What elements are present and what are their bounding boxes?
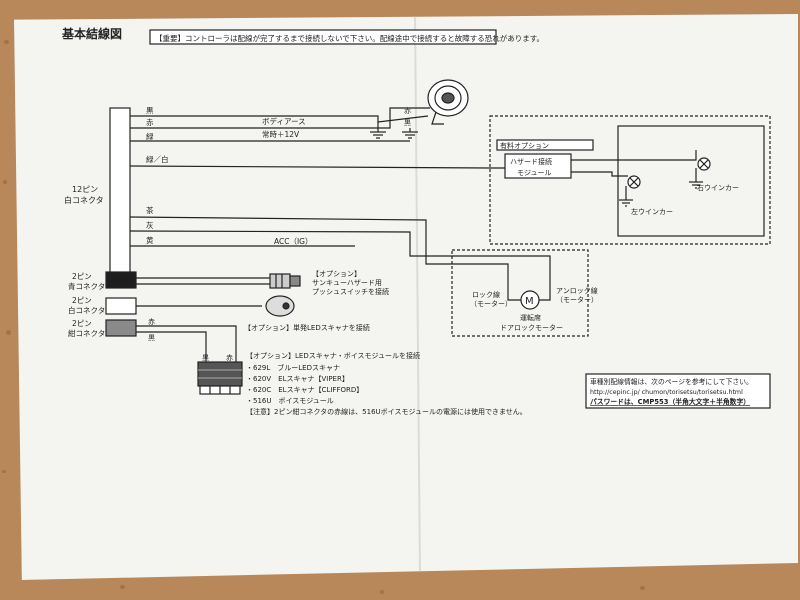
scanner-option-item-1: ・629L ブルーLEDスキャナ xyxy=(246,363,340,372)
connector-white-label-2: 白コネクタ xyxy=(68,305,105,315)
acc-label: ACC（IG） xyxy=(274,237,313,246)
wiring-diagram: 基本結線図 【重要】コントローラは配線が完了するまで接続しないで下さい。配線途中… xyxy=(61,14,771,579)
led-option-label: 【オプション】単発LEDスキャナを接続 xyxy=(244,323,370,332)
wire-module-left xyxy=(571,171,628,177)
hazard-module xyxy=(504,153,572,179)
led-scanner-icon xyxy=(265,295,295,317)
fold-line xyxy=(414,14,421,579)
scanner-option-item-3: ・620C ELスキャナ【CLIFFORD】 xyxy=(246,386,363,394)
right-blinker-bulb-icon xyxy=(689,157,711,189)
door-lock-box xyxy=(451,249,589,337)
switch-option-label-3: プッシュスイッチを接続 xyxy=(312,287,389,296)
wire-black-label: 黒 xyxy=(146,106,154,115)
scanner-option-header: 【オプション】LEDスキャナ・ボイスモジュールを接続 xyxy=(246,351,420,360)
paid-option-title-box xyxy=(496,139,594,151)
unlock-wire-label-1: アンロック線 xyxy=(556,286,598,295)
wire-gray-label: 灰 xyxy=(146,220,154,230)
left-blinker-label: 左ウインカー xyxy=(631,207,673,216)
scanner-option-item-4: ・516U ボイスモジュール xyxy=(246,397,334,405)
connector-navy xyxy=(105,319,137,337)
connector-navy-label-1: 2ピン xyxy=(72,319,92,328)
wire-unlock-motor xyxy=(538,278,551,301)
hazard-module-label-2: モジュール xyxy=(517,169,552,177)
page-title: 基本結線図 xyxy=(61,26,122,41)
motor-label-1: 運転席 xyxy=(520,313,541,322)
connector-12pin-label-2: 白コネクタ xyxy=(64,195,104,205)
wire-green-white xyxy=(129,165,505,169)
wire-module-right xyxy=(571,150,697,161)
motor-label-2: ドアロックモーター xyxy=(500,323,563,332)
scanner-connector-icon xyxy=(197,361,243,395)
info-box-url: http://cepinc.jp/ chumon/torisetsu/toris… xyxy=(590,389,743,396)
push-switch-icon xyxy=(269,273,301,289)
navy-red-label: 赤 xyxy=(148,318,155,326)
wire-gray xyxy=(129,230,551,278)
connector-blue-label-1: 2ピン xyxy=(72,272,92,281)
scanner-black-label: 黒 xyxy=(202,354,209,362)
right-blinker-label: 右ウインカー xyxy=(697,183,739,192)
horn-red-label: 赤 xyxy=(404,107,411,115)
notice-box xyxy=(149,29,497,45)
connector-white-label-1: 2ピン xyxy=(72,296,92,305)
lock-wire-label-2: （モーター） xyxy=(470,299,512,308)
connector-white xyxy=(105,297,137,315)
wire-red xyxy=(130,107,430,129)
connector-blue xyxy=(105,271,137,289)
blinker-box xyxy=(617,125,765,237)
wire-push-switch xyxy=(136,277,270,285)
wire-black xyxy=(130,115,429,123)
paid-option-box xyxy=(489,115,771,245)
navy-black-label: 黒 xyxy=(148,334,155,342)
motor-symbol: M xyxy=(525,296,534,307)
hazard-module-label-1: ハザード接続 xyxy=(510,157,552,166)
info-box-line-1: 車種別配線情報は、次のページを参考にして下さい。 xyxy=(590,377,753,386)
paid-option-title: 有料オプション xyxy=(500,141,549,150)
wire-brown-label: 茶 xyxy=(146,205,154,215)
horn-siren-icon xyxy=(427,79,469,125)
wire-navy-red xyxy=(136,325,237,362)
connector-navy-label-2: 紺コネクタ xyxy=(68,328,105,338)
ground-symbol-1 xyxy=(370,122,386,139)
unlock-wire-label-2: （モーター） xyxy=(556,295,598,304)
scanner-red-label: 赤 xyxy=(226,354,233,362)
scanner-option-item-2: ・620V ELスキャナ【VIPER】 xyxy=(246,375,349,383)
body-earth-label: ボディアース xyxy=(262,116,306,126)
motor-icon xyxy=(520,290,540,310)
wire-lock-motor xyxy=(507,278,522,301)
wire-navy-black xyxy=(136,331,207,362)
wire-yellow-label: 黄 xyxy=(146,235,154,245)
notice-text: 【重要】コントローラは配線が完了するまで接続しないで下さい。配線途中で接続すると… xyxy=(155,33,544,43)
wire-red-label: 赤 xyxy=(146,118,154,127)
switch-option-label-1: 【オプション】 xyxy=(312,270,361,278)
wire-green-label: 緑 xyxy=(146,131,154,141)
horn-black-label: 黒 xyxy=(404,119,411,127)
constant-12v-label: 常時＋12V xyxy=(262,130,300,139)
info-box-password: パスワードは、CMP553（半角大文字＋半角数字） xyxy=(590,397,750,406)
info-box xyxy=(585,373,771,409)
lock-wire-label-1: ロック線 xyxy=(472,290,500,299)
scanner-option-note: 【注意】2ピン紺コネクタの赤線は、516Uボイスモジュールの電源には使用できませ… xyxy=(246,407,527,416)
connector-12pin xyxy=(109,107,131,279)
wiring-sheet: 基本結線図 【重要】コントローラは配線が完了するまで接続しないで下さい。配線途中… xyxy=(14,14,798,580)
connector-blue-label-2: 青コネクタ xyxy=(68,281,105,291)
switch-option-label-2: サンキューハザード用 xyxy=(312,279,382,287)
wire-brown xyxy=(129,216,509,278)
left-blinker-bulb-icon xyxy=(619,175,641,207)
wire-green-white-label: 緑／白 xyxy=(146,154,169,164)
ground-symbol-2 xyxy=(402,128,418,139)
connector-12pin-label-1: 12ピン xyxy=(72,185,98,194)
